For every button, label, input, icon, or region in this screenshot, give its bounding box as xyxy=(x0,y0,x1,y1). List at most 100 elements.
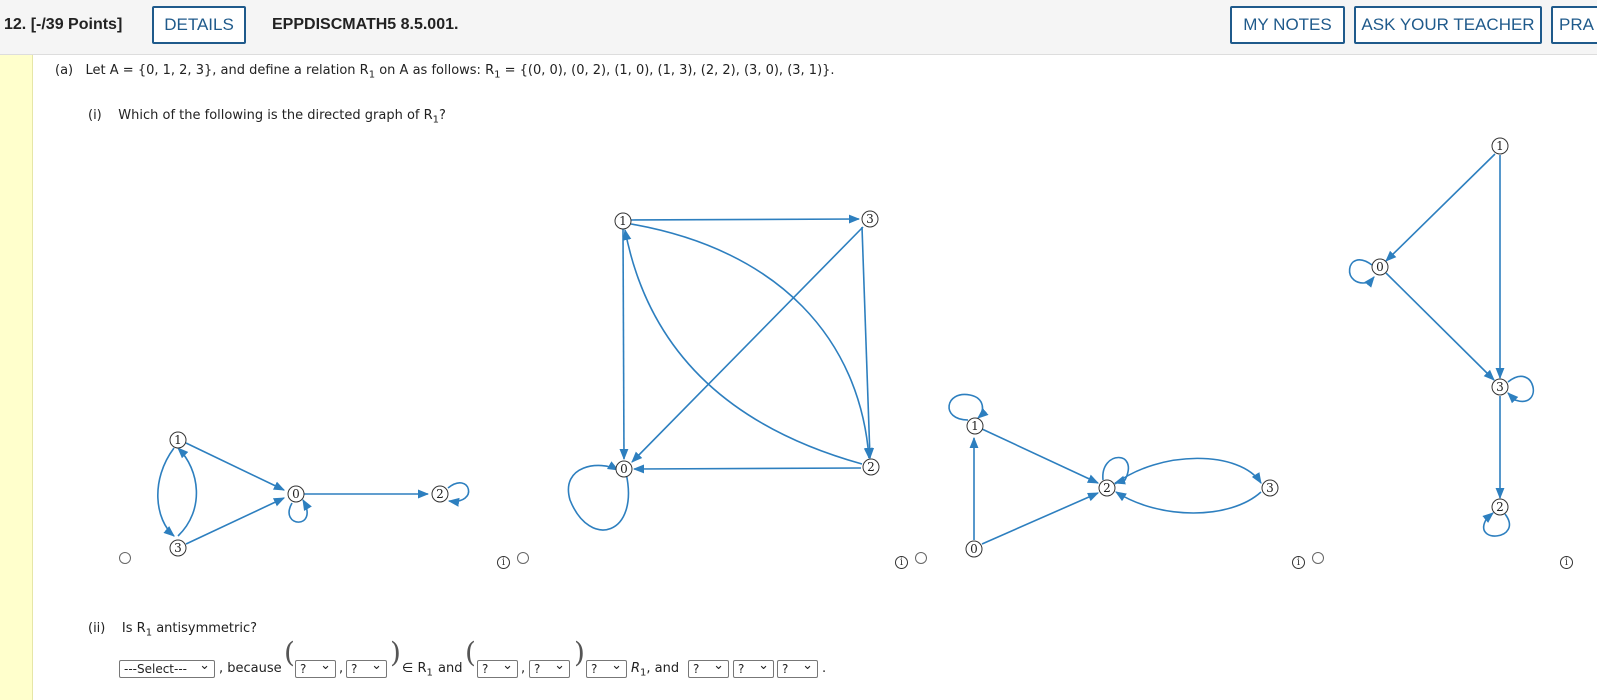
node-label: 0 xyxy=(970,542,978,556)
edge xyxy=(1114,457,1262,485)
node-label: 0 xyxy=(1376,260,1384,274)
edge xyxy=(288,499,312,523)
graph-option-1: 1 0 2 3 xyxy=(157,431,470,557)
edge xyxy=(1385,272,1495,381)
edge xyxy=(630,223,873,460)
graph-node: 0 xyxy=(615,460,633,478)
graph-node: 1 xyxy=(614,212,632,230)
edge xyxy=(185,442,286,491)
open-paren: ( xyxy=(284,636,295,669)
edge xyxy=(1507,375,1535,404)
graph-node: 1 xyxy=(966,417,984,435)
graph-option-4-radio[interactable] xyxy=(1312,552,1324,564)
conclusion-select-1[interactable]: ? xyxy=(688,657,729,678)
close-paren: ) xyxy=(574,636,585,669)
graph-node: 2 xyxy=(862,458,880,476)
node-label: 3 xyxy=(1496,380,1504,394)
node-label: 1 xyxy=(619,214,627,228)
graph-node: 0 xyxy=(1371,258,1389,276)
practice-button[interactable]: PRA xyxy=(1551,6,1597,44)
info-icon[interactable]: i xyxy=(497,556,510,569)
graph-option-4: 1 0 3 2 xyxy=(1348,137,1535,537)
question-number: 12. [-/39 Points] xyxy=(4,16,123,33)
graph-node: 2 xyxy=(1491,498,1509,516)
node-label: 1 xyxy=(1496,139,1504,153)
graph-node: 2 xyxy=(431,485,449,503)
graph-node: 0 xyxy=(287,485,305,503)
info-icon[interactable]: i xyxy=(1292,556,1305,569)
my-notes-button[interactable]: MY NOTES xyxy=(1230,6,1345,44)
edge xyxy=(861,226,875,460)
conclusion-select-3[interactable]: ? xyxy=(777,657,818,678)
graph-option-1-radio[interactable] xyxy=(119,552,131,564)
edge xyxy=(631,226,864,463)
graph-node: 3 xyxy=(1491,378,1509,396)
edge xyxy=(981,492,1100,545)
edge xyxy=(1115,491,1262,514)
node-label: 3 xyxy=(174,541,182,555)
edge xyxy=(177,447,198,537)
node-label: 3 xyxy=(866,212,874,226)
edge xyxy=(1348,259,1375,288)
period: . xyxy=(822,661,827,676)
open-paren: ( xyxy=(465,636,476,669)
and-text: and xyxy=(438,661,463,676)
edge xyxy=(185,497,286,545)
pair1-first-select[interactable]: ? xyxy=(295,657,336,678)
graph-option-2: 1 3 0 2 xyxy=(567,210,880,531)
r1-and-text: R1, and xyxy=(631,661,680,679)
edge xyxy=(981,428,1100,484)
details-button[interactable]: DETAILS xyxy=(152,6,246,44)
edge xyxy=(622,228,863,465)
edge xyxy=(948,393,989,421)
edge xyxy=(447,482,470,507)
graph-option-3: 1 2 3 0 xyxy=(948,393,1279,558)
part-ii-label: (ii) xyxy=(88,621,106,636)
membership-select[interactable]: ? xyxy=(586,657,627,678)
problem-code: EPPDISCMATH5 8.5.001. xyxy=(272,16,459,33)
points-badge: [-/39 Points] xyxy=(30,16,123,33)
node-label: 0 xyxy=(292,487,300,501)
because-text: , because xyxy=(219,661,282,676)
node-label: 1 xyxy=(971,419,979,433)
graph-option-2-radio[interactable] xyxy=(517,552,529,564)
edge xyxy=(630,214,861,224)
pair1-second-select[interactable]: ? xyxy=(346,657,387,678)
question-header: 12. [-/39 Points] DETAILS EPPDISCMATH5 8… xyxy=(0,0,1597,55)
close-paren: ) xyxy=(390,636,401,669)
edge xyxy=(1102,456,1130,485)
node-label: 2 xyxy=(436,487,444,501)
edge xyxy=(1482,512,1511,537)
comma: , xyxy=(521,661,526,676)
node-label: 2 xyxy=(1103,481,1111,495)
info-icon[interactable]: i xyxy=(1560,556,1573,569)
graph-node: 3 xyxy=(861,210,879,228)
comma: , xyxy=(339,661,344,676)
conclusion-select-2[interactable]: ? xyxy=(733,657,774,678)
edge xyxy=(567,461,630,531)
graph-node: 1 xyxy=(169,431,187,449)
node-label: 2 xyxy=(867,460,875,474)
edge xyxy=(632,464,862,474)
graph-node: 3 xyxy=(1261,479,1279,497)
part-ii-question: (ii) Is R1 antisymmetric? xyxy=(88,621,258,639)
antisymmetric-select[interactable]: ---Select--- xyxy=(119,657,215,678)
pair2-first-select[interactable]: ? xyxy=(477,657,518,678)
part-i-label: (i) xyxy=(88,108,102,123)
element-of-r1: ∈ R1 xyxy=(402,661,433,679)
edge xyxy=(619,228,629,461)
node-label: 1 xyxy=(174,433,182,447)
graph-option-3-radio[interactable] xyxy=(915,552,927,564)
graph-node: 2 xyxy=(1098,479,1116,497)
info-icon[interactable]: i xyxy=(895,556,908,569)
pair2-second-select[interactable]: ? xyxy=(529,657,570,678)
part-a-statement: (a) Let A = {0, 1, 2, 3}, and define a r… xyxy=(55,63,835,81)
graph-node: 3 xyxy=(169,539,187,557)
node-label: 0 xyxy=(620,462,628,476)
ask-teacher-button[interactable]: ASK YOUR TEACHER xyxy=(1354,6,1542,44)
node-label: 2 xyxy=(1496,500,1504,514)
question-sidebar-strip xyxy=(0,55,33,700)
edge xyxy=(157,447,175,537)
graph-node: 0 xyxy=(965,540,983,558)
